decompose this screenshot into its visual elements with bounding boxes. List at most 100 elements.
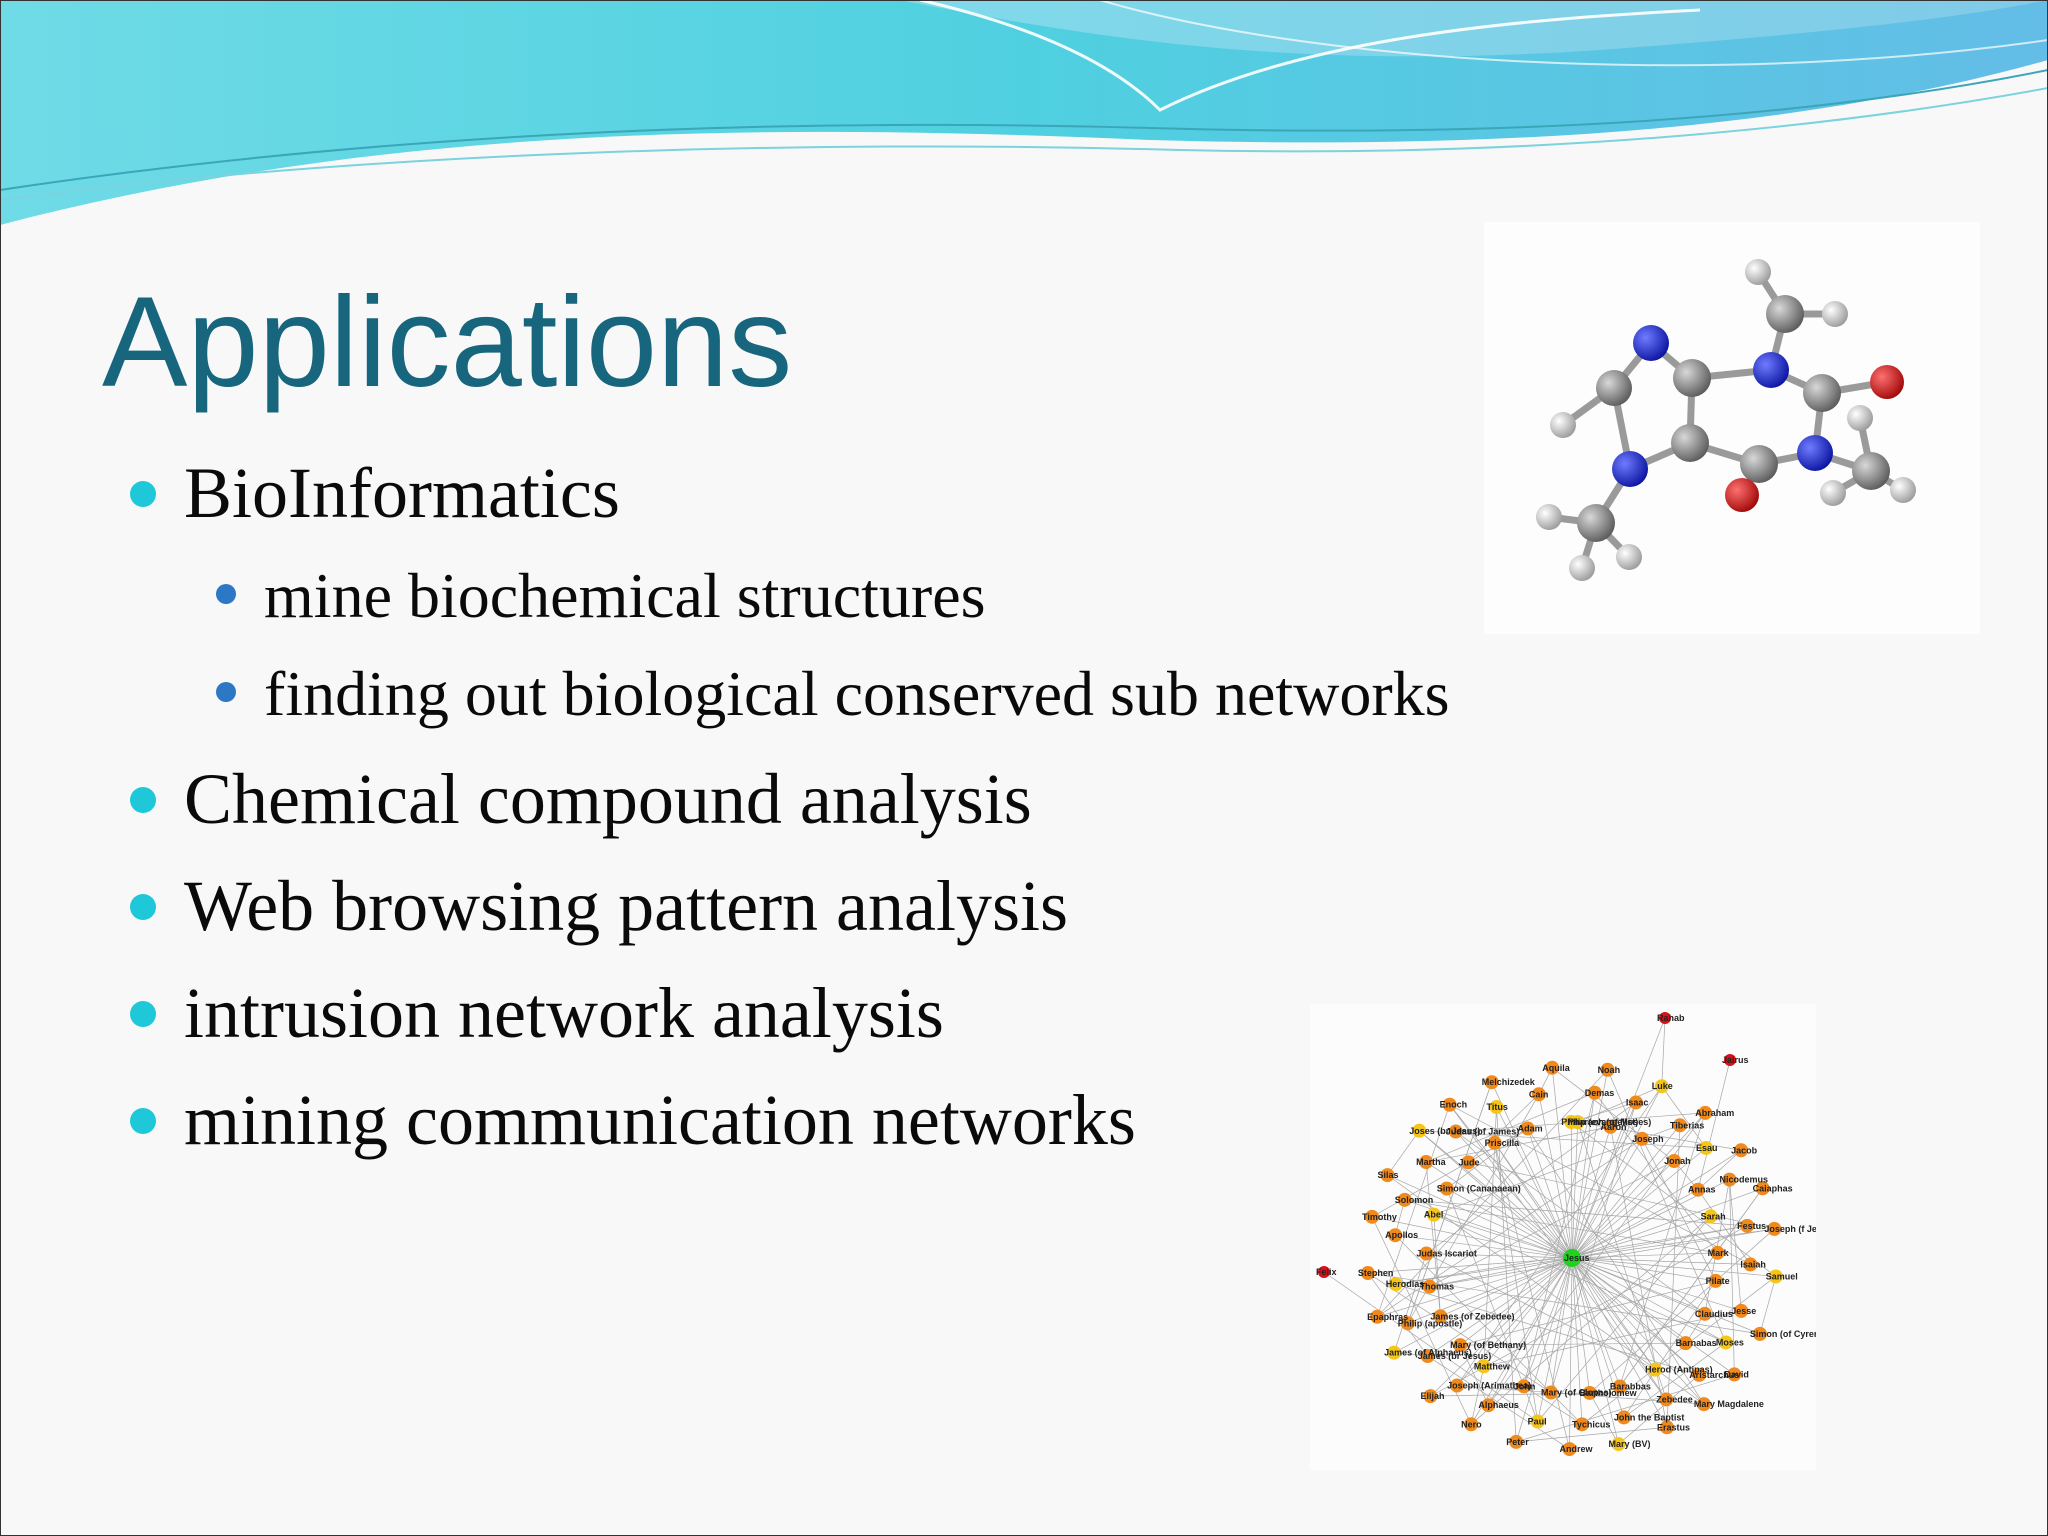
graph-edge: [1494, 1142, 1539, 1422]
graph-node: [1755, 1181, 1770, 1196]
graph-node-label: Mary (of Bethany): [1450, 1340, 1526, 1350]
graph-node-label: Samuel: [1766, 1271, 1798, 1281]
graph-node-label: Rahab: [1657, 1013, 1685, 1023]
graph-node-label: Jesus: [1564, 1253, 1590, 1263]
graph-node: [1464, 1417, 1479, 1432]
graph-edge: [1376, 1138, 1643, 1318]
graph-edge: [1537, 1216, 1711, 1422]
graph-edge: [1571, 1102, 1637, 1259]
graph-node: [1768, 1269, 1783, 1284]
graph-edge: [1426, 1253, 1656, 1370]
graph-node-label: John the Baptist: [1614, 1412, 1685, 1422]
graph-edge: [1571, 1257, 1727, 1343]
graph-node-label: James (br Jesus): [1418, 1351, 1492, 1361]
graph-node: [1703, 1209, 1718, 1224]
graph-edge: [1429, 1228, 1775, 1287]
graph-edge: [1571, 1086, 1663, 1259]
graph-edge: [1697, 1059, 1731, 1190]
graph-node: [1659, 1420, 1674, 1435]
graph-edge: [1427, 1257, 1573, 1357]
graph-node-label: Enoch: [1440, 1100, 1468, 1110]
graph-node: [1690, 1182, 1705, 1197]
bullet-text: mining communication networks: [184, 1080, 1136, 1160]
graph-node: [1426, 1207, 1441, 1222]
graph-edge: [1571, 1257, 1742, 1312]
graph-node: [1412, 1123, 1427, 1138]
graph-edge: [1456, 1257, 1573, 1386]
graph-node: [1487, 1135, 1502, 1150]
graph-edge: [1460, 1280, 1716, 1346]
graph-edge: [1589, 1392, 1619, 1445]
graph-node-label: Aristarchus: [1689, 1370, 1739, 1380]
graph-edge: [1407, 1082, 1493, 1324]
graph-edge: [1527, 1128, 1573, 1259]
graph-edge: [1527, 1128, 1705, 1405]
graph-edge: [1425, 1092, 1595, 1163]
graph-node-label: Titus: [1487, 1102, 1508, 1112]
graph-edge: [1494, 1142, 1573, 1259]
graph-node: [1433, 1309, 1448, 1324]
graph-node-label: Mark: [1708, 1248, 1730, 1258]
graph-node: [1422, 1279, 1437, 1294]
graph-edge: [1491, 1082, 1573, 1259]
graph-edge: [1571, 1138, 1643, 1259]
graph-node-label: Abel: [1424, 1210, 1444, 1220]
graph-node: [1667, 1154, 1682, 1169]
graph-edge: [1538, 1094, 1573, 1259]
graph-node: [1423, 1389, 1438, 1404]
graph-edge: [1571, 1257, 1591, 1394]
graph-node-label: Aaron: [1601, 1122, 1627, 1132]
graph-node-label: Joseph (Arimathea): [1447, 1381, 1531, 1391]
graph-node: [1450, 1378, 1465, 1393]
graph-node: [1743, 1257, 1758, 1272]
graph-edge: [1523, 1257, 1573, 1387]
graph-node-label: Philip (apostle): [1398, 1318, 1463, 1328]
graph-edge: [1367, 1257, 1573, 1274]
graph-node-label: Sarah: [1701, 1211, 1726, 1221]
graph-edge: [1570, 1122, 1573, 1259]
graph-edge: [1404, 1199, 1748, 1227]
graph-edge: [1697, 1189, 1751, 1265]
graph-node: [1509, 1434, 1524, 1449]
graph-node: [1545, 1060, 1560, 1075]
graph-edge: [1571, 1257, 1705, 1405]
graph-edge: [1446, 1128, 1528, 1189]
graph-node-label: Herodias: [1386, 1279, 1425, 1289]
graph-edge: [1571, 1257, 1761, 1335]
graph-node: [1531, 1087, 1546, 1102]
graph-node-label: Judas (of James): [1446, 1127, 1520, 1137]
graph-edge: [1623, 1280, 1716, 1418]
graph-edge: [1571, 1257, 1621, 1387]
graph-node-label: Simon (of Cyrene): [1750, 1329, 1816, 1339]
caffeine-molecule-icon: [1536, 259, 1916, 581]
graph-node: [1696, 1397, 1711, 1412]
graph-node: [1659, 1392, 1674, 1407]
graph-edge: [1323, 1271, 1538, 1422]
graph-node-label: Philip (evangelist): [1561, 1117, 1638, 1127]
graph-edge: [1571, 1257, 1751, 1265]
social-network-graph-icon: Pharaoh (of Moses)DemasNoahAaronIsaacLuk…: [1316, 1012, 1835, 1457]
graph-node-label: Abraham: [1695, 1108, 1734, 1118]
graph-edge: [1459, 1345, 1489, 1406]
graph-node: [1400, 1316, 1415, 1331]
graph-node: [1600, 1062, 1615, 1077]
graph-edge: [1393, 1257, 1573, 1353]
graph-node: [1461, 1155, 1476, 1170]
sub-bullet-text: mine biochemical structures: [264, 560, 986, 631]
graph-edge: [1456, 1086, 1663, 1386]
graph-edge: [1470, 1257, 1573, 1425]
graph-node: [1476, 1359, 1491, 1374]
graph-node-label: Tychicus: [1572, 1419, 1610, 1429]
graph-node-label: Martha: [1416, 1157, 1446, 1167]
graph-node: [1767, 1221, 1782, 1236]
graph-edge: [1571, 1257, 1667, 1400]
graph-node-label: Festus: [1737, 1221, 1766, 1231]
graph-outlier-node: [1318, 1266, 1330, 1278]
graph-node-label: Timothy: [1362, 1212, 1397, 1222]
graph-edge: [1661, 1017, 1666, 1087]
graph-node-label: Jude: [1458, 1157, 1479, 1167]
graph-edge: [1483, 1257, 1573, 1367]
graph-edge: [1571, 1257, 1656, 1370]
graph-node: [1448, 1124, 1463, 1139]
